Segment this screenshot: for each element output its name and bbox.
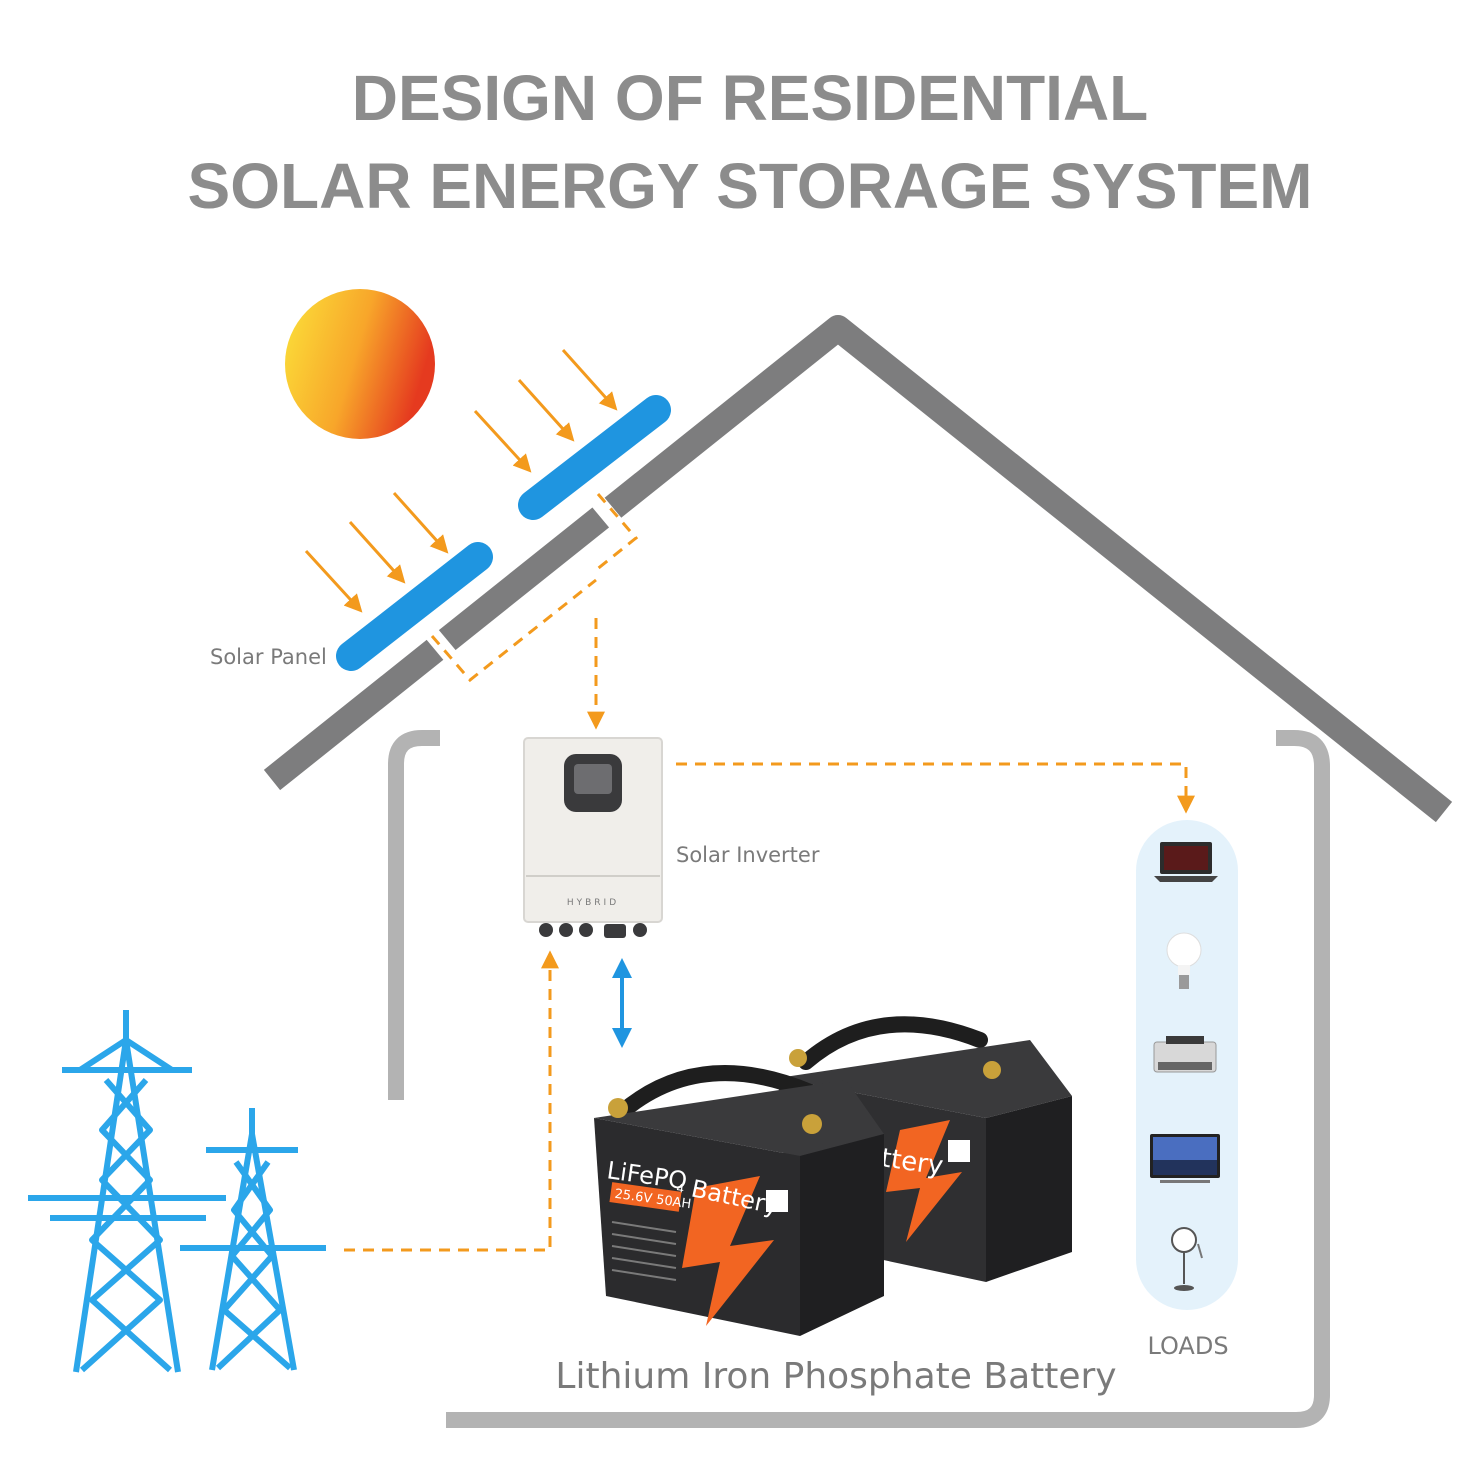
laptop-icon	[1154, 842, 1218, 882]
inverter-brand-text: HYBRID	[567, 898, 619, 908]
solar-inverter-label: Solar Inverter	[676, 843, 820, 867]
power-pylon-right	[180, 1108, 326, 1371]
loads-panel	[1136, 820, 1238, 1310]
sun-icon	[285, 289, 435, 439]
sunlight-arrows	[304, 348, 618, 613]
fan-icon	[1171, 1227, 1203, 1291]
house-roof	[263, 315, 1453, 823]
solar-panel-label: Solar Panel	[210, 645, 327, 669]
light-bulb-icon	[1166, 932, 1202, 989]
solar-inverter: HYBRID	[523, 737, 663, 938]
battery-spec-lines	[611, 1221, 677, 1281]
solar-panel-lower	[336, 542, 493, 671]
title-line-1: DESIGN OF RESIDENTIAL	[352, 62, 1149, 134]
title-line-2: SOLAR ENERGY STORAGE SYSTEM	[188, 150, 1313, 222]
battery-chemistry-subscript: 4	[676, 1181, 686, 1196]
power-pylon-left	[28, 1010, 226, 1373]
battery-label: Lithium Iron Phosphate Battery	[555, 1356, 1116, 1397]
battery-front: LiFePO 4 Battery 25.6V 50AH	[594, 1065, 884, 1336]
panel-to-inverter-wire	[430, 493, 639, 730]
inverter-ports	[539, 923, 647, 938]
house-walls	[388, 730, 1330, 1428]
television-icon	[1150, 1134, 1220, 1183]
printer-icon	[1153, 1036, 1217, 1073]
solar-panels	[336, 395, 671, 671]
loads-label: LOADS	[1147, 1332, 1228, 1360]
inverter-to-loads-wire	[676, 762, 1195, 814]
grid-to-inverter-wire	[344, 950, 559, 1252]
battery-rating-badge	[609, 1182, 682, 1212]
solar-panel-upper	[518, 395, 671, 520]
